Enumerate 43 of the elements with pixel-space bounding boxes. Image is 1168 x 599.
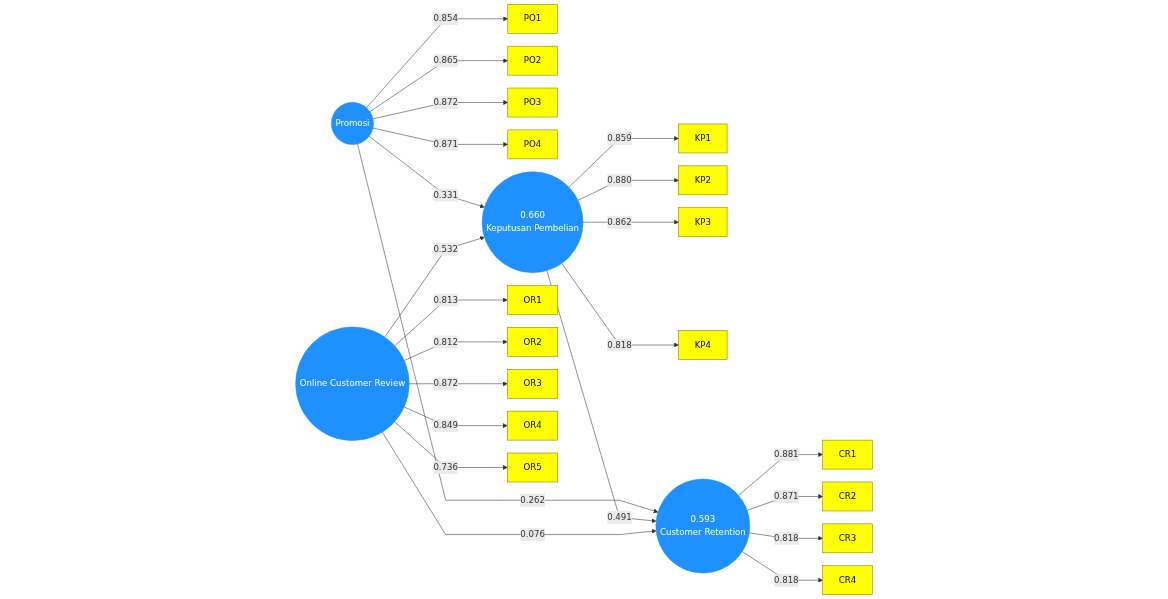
node-box: OR4 <box>507 410 559 441</box>
edge-label: 0.532 <box>433 243 458 255</box>
node-box: CR4 <box>822 565 873 595</box>
node-box: PO3 <box>507 87 558 118</box>
edge-label: 0.331 <box>433 189 458 200</box>
edge-label: 0.859 <box>607 133 632 144</box>
edge-label: 0.871 <box>773 491 799 502</box>
node-box: KP3 <box>678 207 728 237</box>
node-box: OR3 <box>507 369 559 399</box>
edge-label: 0.491 <box>607 512 632 523</box>
edge-label: 0.872 <box>433 378 458 389</box>
edge-label: 0.871 <box>433 139 458 150</box>
edge-label: 0.862 <box>607 216 632 228</box>
node-box: KP4 <box>678 330 728 360</box>
node-box: PO1 <box>507 4 558 34</box>
node-box: OR5 <box>507 452 559 483</box>
node-circle: Online Customer Review <box>295 326 410 441</box>
node-box: OR1 <box>507 285 559 315</box>
node-box: PO4 <box>507 129 558 160</box>
edge-label: 0.076 <box>520 529 545 540</box>
edge-label: 0.854 <box>433 13 458 24</box>
edge-label: 0.880 <box>607 174 632 186</box>
node-box: KP2 <box>678 165 728 196</box>
node-box: CR1 <box>822 439 873 470</box>
edge-label: 0.865 <box>433 55 458 66</box>
edge-label: 0.849 <box>433 420 458 431</box>
edge-label: 0.818 <box>773 532 799 544</box>
edge-label: 0.812 <box>433 336 458 347</box>
edge-label: 0.818 <box>773 574 799 586</box>
node-box: PO2 <box>507 45 558 76</box>
node-box: KP1 <box>678 123 728 154</box>
node-box: OR2 <box>507 327 559 357</box>
node-box: CR3 <box>822 523 873 554</box>
edge-label: 0.818 <box>607 339 632 350</box>
edge-label: 0.872 <box>433 97 458 108</box>
node-circle: 0.660 Keputusan Pembelian <box>481 171 584 273</box>
edge-label: 0.881 <box>773 449 799 460</box>
node-box: CR2 <box>822 481 873 512</box>
node-circle: Promosi <box>331 102 374 145</box>
edge-label: 0.736 <box>433 462 458 473</box>
edge-label: 0.262 <box>520 494 545 506</box>
node-circle: 0.593 Customer Retention <box>655 478 751 574</box>
edge-label: 0.813 <box>433 294 458 305</box>
